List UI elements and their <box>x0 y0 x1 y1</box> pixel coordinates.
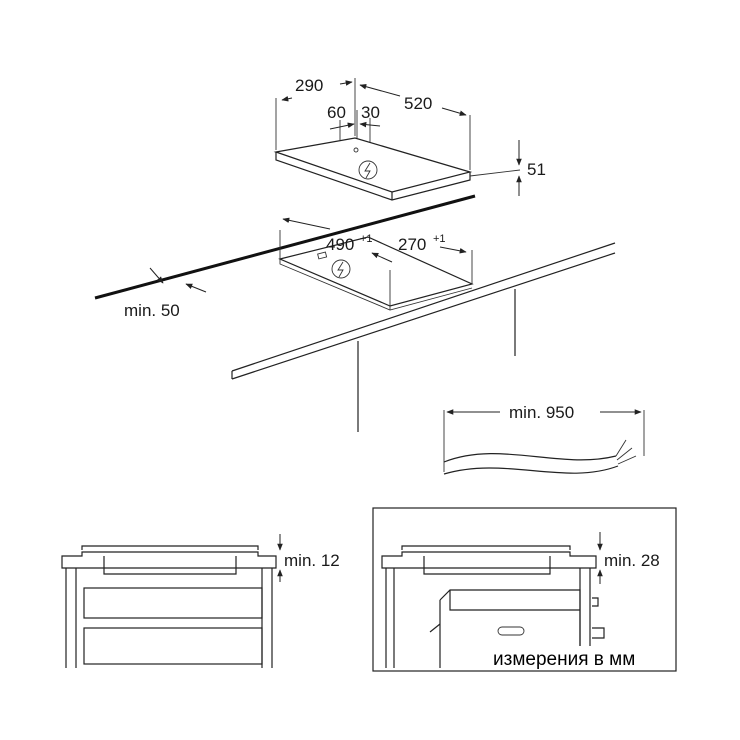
label-490-tolerance: +1 <box>360 233 373 245</box>
caption-background <box>490 646 674 670</box>
oven-handle <box>497 626 525 636</box>
dimension-60-30: 60 30 <box>327 103 381 142</box>
label-min-12: min. 12 <box>284 551 340 570</box>
dimension-490: 490 +1 <box>282 217 373 254</box>
section-min-12: min. 12 <box>61 534 340 668</box>
label-60: 60 <box>327 103 346 122</box>
label-min-950: min. 950 <box>509 403 574 422</box>
dimension-520: 520 <box>359 83 471 170</box>
label-min-28: min. 28 <box>604 551 660 570</box>
dimension-290: 290 <box>275 76 356 150</box>
hob-top-view <box>273 137 521 201</box>
label-490: 490 <box>326 235 354 254</box>
power-lightning-icon <box>358 160 378 180</box>
label-290: 290 <box>295 76 323 95</box>
label-30: 30 <box>361 103 380 122</box>
cutout <box>278 230 474 311</box>
power-cable: min. 950 <box>443 403 645 475</box>
section-min-28: min. 28 <box>372 507 677 672</box>
power-lightning-icon <box>331 259 351 279</box>
dimension-51: 51 <box>516 140 546 196</box>
control-dot <box>353 147 359 153</box>
label-520: 520 <box>404 94 432 113</box>
dimension-min-50: min. 50 <box>124 267 207 320</box>
label-51: 51 <box>527 160 546 179</box>
label-270-tolerance: +1 <box>433 233 446 245</box>
units-caption: измерения в мм <box>493 649 635 670</box>
label-270: 270 <box>398 235 426 254</box>
dimension-270: 270 +1 <box>371 233 467 263</box>
label-min-50: min. 50 <box>124 301 180 320</box>
section-frame <box>372 507 677 672</box>
